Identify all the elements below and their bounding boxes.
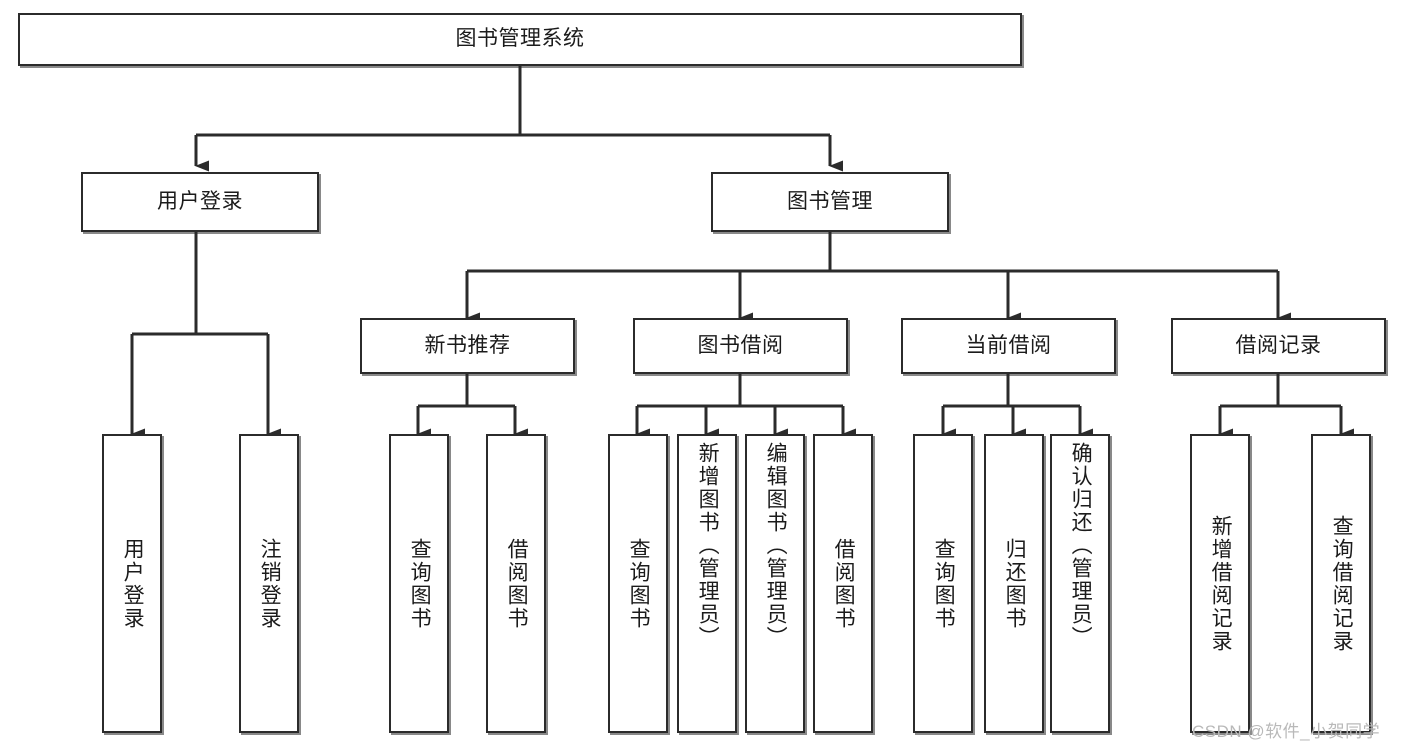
node-leaf-logout-login[interactable]: 注销登录 — [239, 434, 299, 733]
node-book-borrow[interactable]: 图书借阅 — [633, 318, 848, 374]
node-leaf-borrow-book[interactable]: 借阅图书 — [813, 434, 873, 733]
node-book-management-system[interactable]: 图书管理系统 — [18, 13, 1022, 66]
node-label: 新书推荐 — [424, 333, 511, 357]
node-book-management[interactable]: 图书管理 — [711, 172, 949, 232]
node-label: 编辑图书（管理员） — [764, 442, 788, 649]
node-label: 图书管理系统 — [455, 27, 585, 51]
node-leaf-query-borrow-record[interactable]: 查询借阅记录 — [1311, 434, 1371, 733]
node-label: 查询图书 — [932, 537, 956, 630]
node-leaf-query-book-current[interactable]: 查询图书 — [913, 434, 973, 733]
node-label: 注销登录 — [258, 537, 282, 630]
csdn-watermark: CSDN @软件_小贺同学 — [1192, 722, 1381, 741]
node-leaf-edit-book[interactable]: 编辑图书（管理员） — [745, 434, 805, 733]
node-leaf-add-borrow-record[interactable]: 新增借阅记录 — [1190, 434, 1250, 733]
node-label: 新增借阅记录 — [1209, 514, 1233, 653]
node-label: 查询图书 — [627, 537, 651, 630]
node-label: 借阅图书 — [505, 537, 529, 630]
node-label: 图书借阅 — [697, 333, 784, 357]
node-user-login[interactable]: 用户登录 — [81, 172, 319, 232]
node-label: 用户登录 — [157, 189, 243, 213]
node-label: 确认归还（管理员） — [1069, 442, 1093, 649]
node-leaf-add-book[interactable]: 新增图书（管理员） — [677, 434, 737, 733]
node-label: 图书管理 — [787, 189, 873, 213]
node-label: 当前借阅 — [965, 333, 1052, 357]
node-label: 借阅图书 — [832, 537, 856, 630]
node-label: 借阅记录 — [1235, 333, 1322, 357]
node-label: 查询借阅记录 — [1330, 514, 1354, 653]
node-leaf-query-book-borrow[interactable]: 查询图书 — [608, 434, 668, 733]
node-leaf-query-book-new[interactable]: 查询图书 — [389, 434, 449, 733]
node-current-borrow[interactable]: 当前借阅 — [901, 318, 1116, 374]
node-label: 新增图书（管理员） — [696, 442, 720, 649]
node-leaf-borrow-book-new[interactable]: 借阅图书 — [486, 434, 546, 733]
node-leaf-confirm-return[interactable]: 确认归还（管理员） — [1050, 434, 1110, 733]
node-label: 查询图书 — [408, 537, 432, 630]
node-new-book-recommend[interactable]: 新书推荐 — [360, 318, 575, 374]
node-label: 归还图书 — [1003, 537, 1027, 630]
node-borrow-record[interactable]: 借阅记录 — [1171, 318, 1386, 374]
node-leaf-user-login[interactable]: 用户登录 — [102, 434, 162, 733]
node-leaf-return-book[interactable]: 归还图书 — [984, 434, 1044, 733]
node-label: 用户登录 — [121, 537, 145, 630]
